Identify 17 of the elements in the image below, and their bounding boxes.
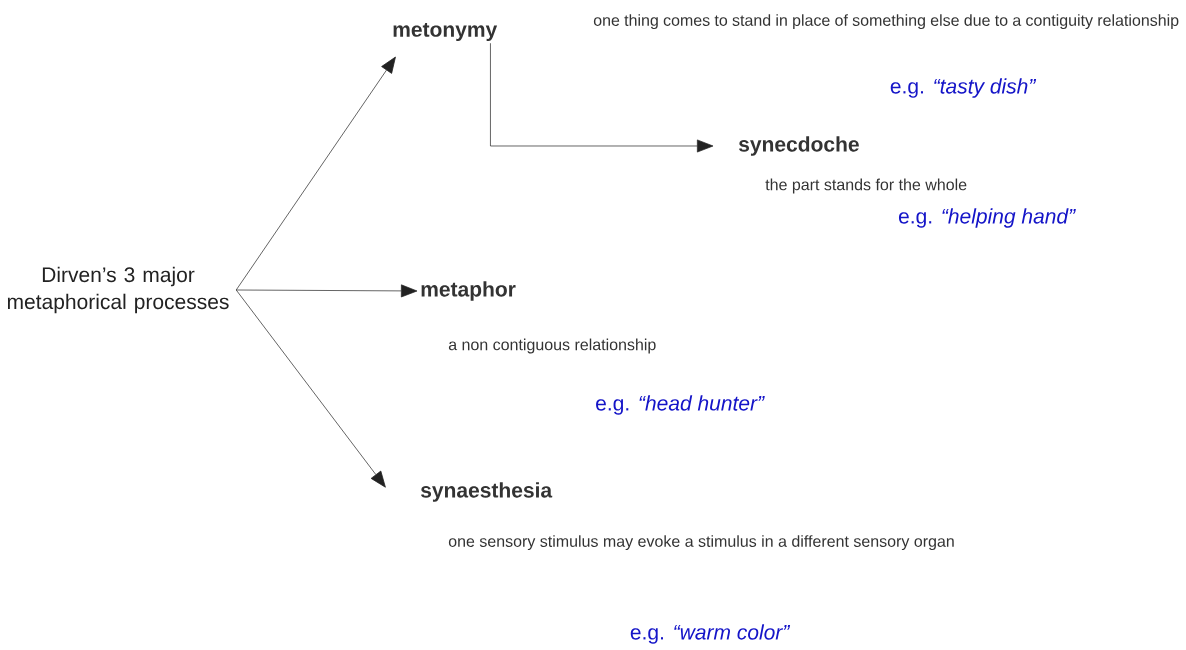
- arrow: [235, 284, 418, 298]
- example-text: e.g. “head hunter”: [596, 395, 765, 415]
- term-heading: metaphor: [421, 281, 516, 301]
- example-text: e.g. “tasty dish”: [890, 78, 1037, 98]
- term-heading: synaesthesia: [420, 482, 553, 502]
- term-heading: synecdoche: [738, 136, 859, 156]
- example-text: e.g. “warm color”: [630, 624, 791, 644]
- definition-text: one sensory stimulus may evoke a stimulus in a different sensory organ: [448, 535, 954, 551]
- arrow: [490, 42, 714, 153]
- definition-text: the part stands for the whole: [765, 178, 967, 194]
- example-text: e.g. “helping hand”: [898, 208, 1076, 228]
- definition-text: a non contiguous relationship: [448, 338, 656, 354]
- arrow: [235, 289, 386, 488]
- topic-text: Dirven’s 3 major metaphorical processes: [7, 266, 229, 314]
- arrow: [235, 56, 396, 291]
- definition-text: one thing comes to stand in place of something else due to a contiguity relationship: [593, 14, 1179, 30]
- term-heading: metonymy: [393, 23, 498, 42]
